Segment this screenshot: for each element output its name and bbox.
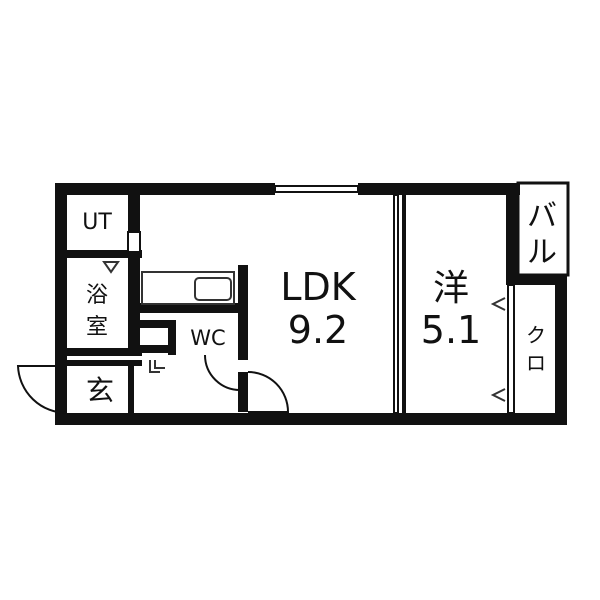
exterior-walls <box>55 181 570 425</box>
entrance-door <box>16 365 68 415</box>
bath-drain-icon <box>102 261 120 274</box>
western-size: 5.1 <box>421 308 481 352</box>
closet-mark-icon <box>490 297 506 311</box>
entrance-step-icon <box>149 360 165 373</box>
fixtures <box>102 261 506 402</box>
doors[interactable] <box>16 354 290 415</box>
ldk-door <box>247 371 290 413</box>
wc-door <box>204 354 241 391</box>
balcony-label-1: バ <box>527 199 557 234</box>
balcony-label-2: ル <box>527 235 557 270</box>
western-name: 洋 <box>433 268 469 309</box>
ldk-size: 9.2 <box>288 308 348 352</box>
wc-label: WC <box>190 326 225 350</box>
ut-label: UT <box>82 210 112 235</box>
bath-label-1: 浴 <box>86 283 108 308</box>
closet-label-2: ロ <box>526 351 546 375</box>
window <box>274 185 359 193</box>
ldk-name: LDK <box>280 265 356 309</box>
closet-mark-icon <box>490 388 506 402</box>
closet-label-1: ク <box>526 323 546 347</box>
entrance-label: 玄 <box>86 374 114 407</box>
sink-outline <box>141 271 235 305</box>
sink-basin <box>194 277 232 301</box>
room-labels: UT 浴 室 WC 玄 LDK 9.2 洋 5.1 ク ロ バ ル <box>82 199 557 407</box>
bath-label-2: 室 <box>86 315 108 340</box>
